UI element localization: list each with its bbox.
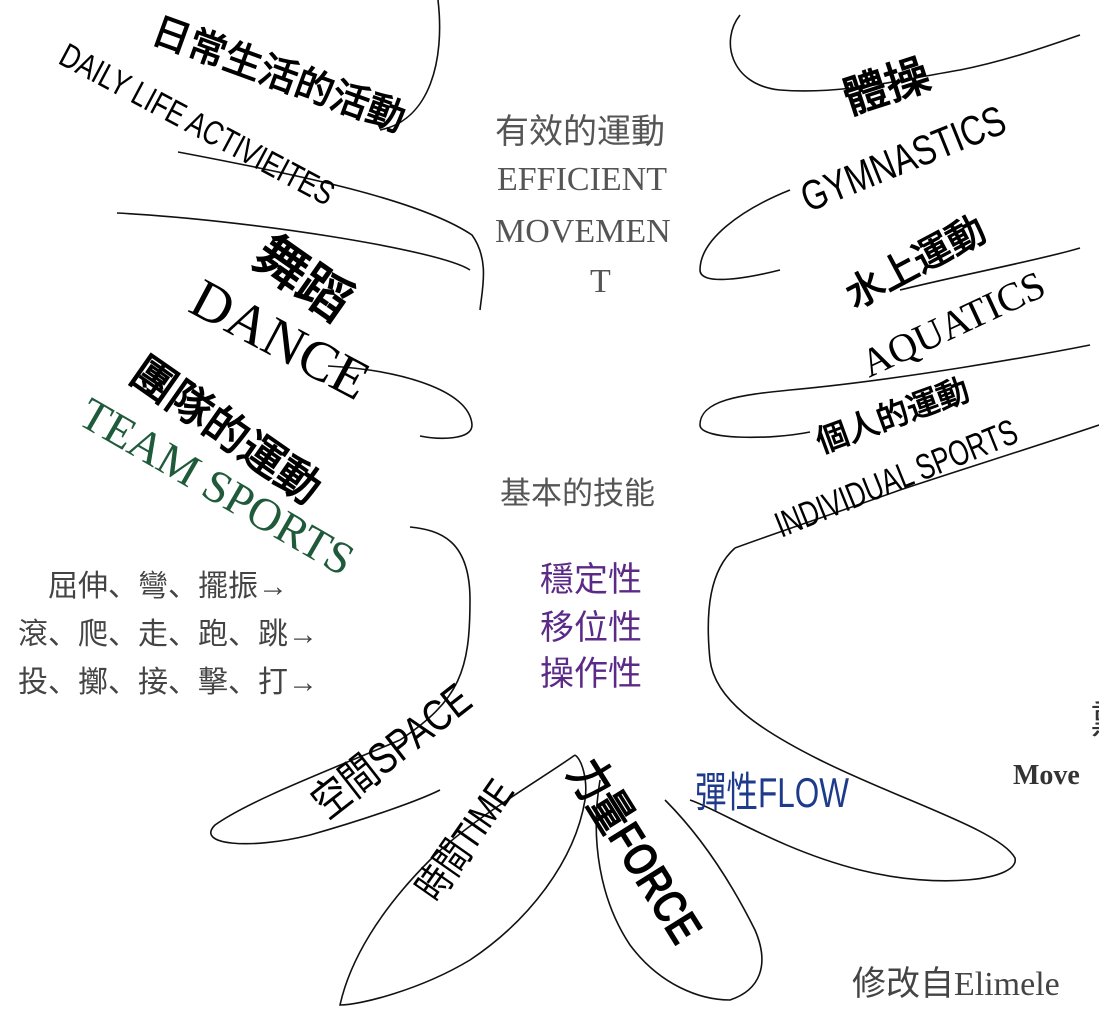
root-time — [339, 754, 587, 1006]
partial-char: 熏 — [1090, 700, 1099, 740]
leaf-individual — [734, 424, 1099, 549]
trunk-left — [399, 526, 471, 741]
root-flow-label: 彈性FLOW — [695, 769, 849, 816]
skill-row-1: 屈伸、彎、擺振→ — [48, 570, 288, 603]
source-note: 修改自Elimele — [852, 966, 1060, 1003]
locomotor-label: 移位性 — [540, 610, 642, 647]
trunk-right — [689, 547, 1016, 882]
basic-skills-label: 基本的技能 — [500, 476, 655, 511]
root-space — [210, 739, 441, 845]
efficient-movement-zh: 有效的運動 — [495, 114, 665, 151]
skill-row-2: 滾、爬、走、跑、跳→ — [18, 618, 318, 651]
efficient-movement-en-1: EFFICIENT — [497, 161, 667, 198]
leaf-daily-life-lower — [177, 151, 485, 311]
leaf-gymnastics-lower — [699, 189, 791, 281]
leaf-aquatics-lower — [699, 344, 1091, 439]
leaf-daily-life — [379, 0, 441, 131]
leaf-dance — [116, 212, 471, 271]
skill-row-3: 投、擲、接、擊、打→ — [18, 666, 318, 699]
stability-label: 穩定性 — [540, 562, 642, 599]
efficient-movement-en-3: T — [590, 263, 611, 300]
leaf-gymnastics — [729, 14, 1081, 92]
efficient-movement-en-2: MOVEMEN — [495, 213, 671, 250]
root-force — [595, 779, 763, 1001]
partial-movement: Move — [1013, 760, 1080, 791]
leaf-aquatics — [899, 247, 1081, 291]
manipulative-label: 操作性 — [540, 656, 642, 693]
leaf-dance-lower — [327, 365, 473, 440]
